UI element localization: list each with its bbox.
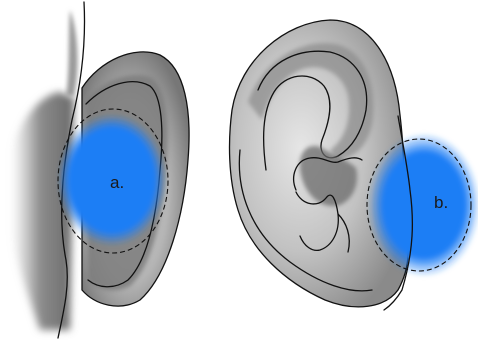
right-ear: b. [230, 20, 478, 310]
label-b: b. [434, 193, 448, 212]
left-ear: a. [12, 2, 189, 338]
label-a: a. [110, 173, 124, 192]
hair-strand [66, 10, 77, 96]
highlight-region-b [368, 133, 478, 277]
